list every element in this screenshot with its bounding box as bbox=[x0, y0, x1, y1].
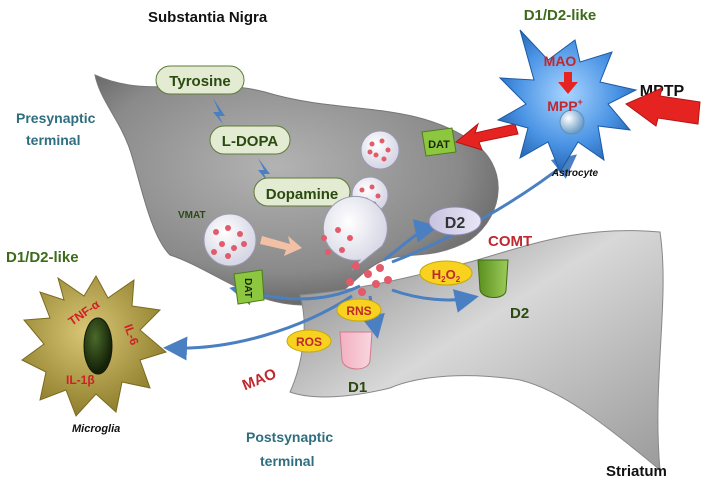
astrocyte-cell bbox=[496, 29, 638, 174]
d1-receptor: D1 bbox=[339, 331, 373, 396]
red-arrow-icon bbox=[625, 87, 701, 127]
presynaptic-label-line1: Presynaptic bbox=[16, 110, 96, 126]
il1-beta-label: IL-1β bbox=[66, 373, 95, 387]
vesicle-icon bbox=[203, 213, 257, 267]
postsynaptic-terminal-shape bbox=[289, 230, 664, 472]
ros-label: ROS bbox=[296, 335, 322, 349]
astrocyte-title: D1/D2-like bbox=[524, 7, 597, 24]
vesicle-icon bbox=[321, 195, 388, 271]
dopamine-box bbox=[253, 177, 351, 207]
h2o2-label: H2O2 bbox=[432, 267, 461, 284]
tyrosine-label: Tyrosine bbox=[169, 73, 230, 90]
dat-left: DAT bbox=[233, 269, 265, 305]
striatum-title: Striatum bbox=[606, 463, 667, 480]
dat-presynaptic: DAT bbox=[421, 127, 457, 157]
blue-curved-arrow-icon bbox=[391, 288, 479, 313]
substantia-nigra-title: Substantia Nigra bbox=[148, 9, 268, 26]
d2-presynaptic: D2 bbox=[428, 206, 482, 236]
ros-badge: ROS bbox=[286, 329, 332, 353]
presynaptic-label-line2: terminal bbox=[26, 132, 80, 148]
vmat-label: VMAT bbox=[178, 210, 206, 221]
red-arrow-icon bbox=[454, 122, 519, 151]
down-arrow-icon bbox=[213, 98, 225, 124]
postsynaptic-label-line1: Postsynaptic bbox=[246, 429, 333, 445]
d2-postsynaptic: D2 bbox=[477, 259, 529, 322]
tyrosine-box bbox=[155, 65, 245, 95]
microglia-title: D1/D2-like bbox=[6, 249, 79, 266]
d1-receptor-label: D1 bbox=[348, 379, 367, 396]
vesicle-transport-arrow-icon bbox=[260, 236, 302, 256]
blue-curved-arrow-icon bbox=[383, 219, 439, 262]
rns-badge: RNS bbox=[336, 298, 382, 322]
dat-left-label: DAT bbox=[242, 278, 253, 298]
released-dopamine bbox=[346, 262, 392, 296]
rns-label: RNS bbox=[346, 304, 371, 318]
blue-curved-arrow-icon bbox=[163, 294, 353, 361]
mpp-label: MPP+ bbox=[547, 97, 583, 114]
dat-presynaptic-label: DAT bbox=[428, 139, 450, 151]
mao-astrocyte-label: MAO bbox=[544, 53, 577, 69]
microglia-cell bbox=[21, 274, 168, 417]
comt-label: COMT bbox=[488, 233, 532, 250]
microglia-label: Microglia bbox=[72, 423, 120, 435]
blue-curved-arrow-icon bbox=[391, 154, 578, 264]
down-arrow-icon bbox=[258, 158, 270, 182]
astrocyte-label: Astrocyte bbox=[551, 168, 599, 179]
d2-presynaptic-label: D2 bbox=[445, 215, 466, 232]
vesicle-icon bbox=[360, 130, 400, 170]
ldopa-box bbox=[209, 125, 291, 155]
down-arrow-icon bbox=[558, 72, 578, 94]
d2-postsynaptic-label: D2 bbox=[510, 305, 529, 322]
h2o2-badge: H2O2 bbox=[419, 260, 473, 286]
il6-label: IL-6 bbox=[121, 322, 142, 347]
ldopa-label: L-DOPA bbox=[222, 133, 279, 150]
mao-left-label: MAO bbox=[240, 365, 279, 394]
postsynaptic-label-line2: terminal bbox=[260, 453, 314, 469]
dopamine-label: Dopamine bbox=[266, 186, 339, 203]
